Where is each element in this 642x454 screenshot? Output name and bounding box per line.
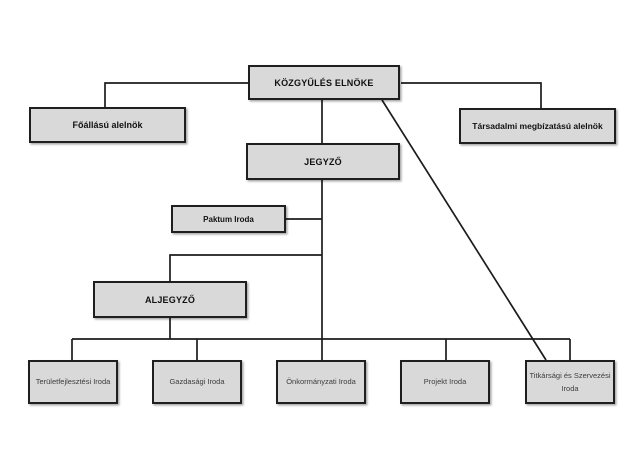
node-label: KÖZGYŰLÉS ELNÖKE bbox=[274, 77, 374, 88]
node-aljegyzo: ALJEGYZŐ bbox=[93, 281, 247, 318]
edge-elnok-foallasu bbox=[104, 82, 248, 107]
node-kozgyules-elnoke: KÖZGYŰLÉS ELNÖKE bbox=[248, 65, 400, 100]
edge-elnok-titkarsagi-diagonal bbox=[381, 99, 547, 361]
node-tarsadalmi-alelnok: Társadalmi megbízatású alelnök bbox=[459, 108, 616, 144]
node-label: JEGYZŐ bbox=[304, 156, 342, 167]
node-jegyzo: JEGYZŐ bbox=[246, 143, 400, 180]
node-label: Titkársági és Szervezési Iroda bbox=[529, 370, 611, 393]
node-label: Gazdasági Iroda bbox=[169, 377, 225, 387]
node-label: Társadalmi megbízatású alelnök bbox=[472, 121, 603, 131]
node-teruletfejlesztesi-iroda: Területfejlesztési Iroda bbox=[28, 360, 118, 404]
edge-jegyzo-aljegyzo bbox=[169, 254, 322, 281]
node-label: Paktum Iroda bbox=[203, 214, 254, 224]
node-gazdasagi-iroda: Gazdasági Iroda bbox=[152, 360, 242, 404]
node-label: Területfejlesztési Iroda bbox=[35, 377, 111, 387]
node-foallasu-alelnok: Főállású alelnök bbox=[29, 107, 186, 143]
node-label: Önkormányzati Iroda bbox=[286, 377, 356, 387]
node-label: Projekt Iroda bbox=[423, 377, 467, 387]
node-projekt-iroda: Projekt Iroda bbox=[400, 360, 490, 404]
node-label: Főállású alelnök bbox=[72, 120, 143, 130]
edge-elnok-tarsadalmi bbox=[401, 82, 542, 108]
node-titkarsagi-iroda: Titkársági és Szervezési Iroda bbox=[525, 360, 615, 404]
node-paktum-iroda: Paktum Iroda bbox=[171, 205, 286, 233]
node-onkormanyzati-iroda: Önkormányzati Iroda bbox=[276, 360, 366, 404]
node-label: ALJEGYZŐ bbox=[144, 294, 196, 305]
